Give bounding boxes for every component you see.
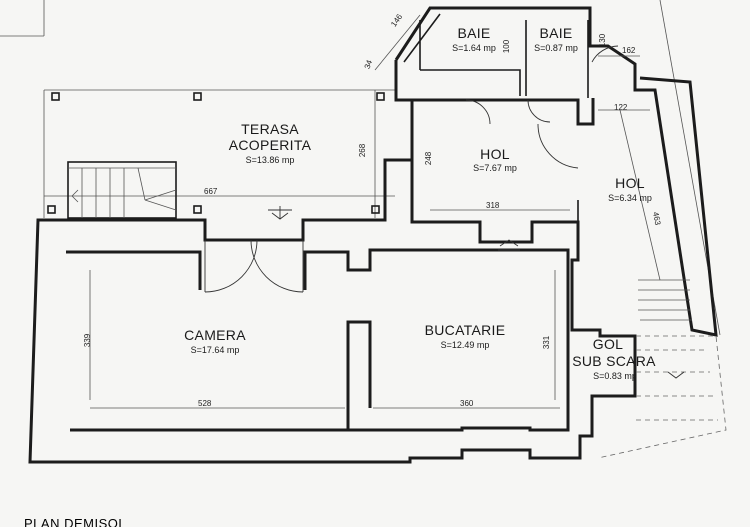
- dim-318: 318: [486, 201, 500, 210]
- dim-line-146: [374, 14, 421, 71]
- dim-331: 331: [542, 335, 552, 350]
- bathroom-walls: [403, 13, 589, 260]
- hol2-label: HOL: [615, 175, 645, 191]
- stair-hall: [597, 109, 727, 459]
- terrace-entrance-arrow: [268, 206, 292, 220]
- hol2-area: S=6.34 mp: [608, 193, 652, 203]
- dim-528: 528: [198, 399, 212, 408]
- camera-area: S=17.64 mp: [190, 345, 240, 355]
- column-marker: [51, 92, 60, 101]
- gol-label-line1: GOL: [592, 336, 624, 352]
- plan-title: PLAN DEMISOL: [24, 516, 127, 527]
- terrace-staircase: [67, 161, 177, 219]
- gol-area: S=0.83 mp: [593, 371, 637, 381]
- entrance-door: [591, 45, 619, 63]
- kitchen-entrance-arrow: [498, 239, 520, 251]
- baie2-label: BAIE: [539, 25, 573, 41]
- column-marker: [371, 205, 380, 214]
- bathroom-doors: [465, 99, 551, 125]
- column-marker: [376, 92, 385, 101]
- main-block-outer-wall: [28, 158, 637, 464]
- baie2-area: S=0.87 mp: [534, 43, 578, 53]
- gol-label-line2: SUB SCARA: [572, 353, 656, 369]
- hol1-label: HOL: [480, 146, 510, 162]
- camera-label: CAMERA: [184, 327, 246, 343]
- dim-667: 667: [204, 187, 218, 196]
- hall-door: [537, 123, 579, 169]
- dim-360: 360: [460, 399, 474, 408]
- dim-130: 130: [598, 33, 608, 48]
- dim-122: 122: [614, 103, 628, 112]
- terasa-label-line1: TERASA: [241, 121, 299, 137]
- column-marker: [193, 92, 202, 101]
- bucatarie-label: BUCATARIE: [424, 322, 506, 338]
- column-marker: [193, 205, 202, 214]
- bucatarie-area: S=12.49 mp: [440, 340, 490, 350]
- hol1-area: S=7.67 mp: [473, 163, 517, 173]
- dim-162: 162: [622, 46, 636, 55]
- terasa-area: S=13.86 mp: [245, 155, 295, 165]
- dim-100: 100: [502, 39, 512, 54]
- dim-268: 268: [358, 143, 368, 158]
- dim-339: 339: [83, 333, 93, 348]
- baie1-area: S=1.64 mp: [452, 43, 496, 53]
- dim-248: 248: [424, 151, 434, 166]
- camera-double-door: [204, 239, 304, 293]
- baie1-label: BAIE: [457, 25, 491, 41]
- terasa-label-line2: ACOPERITA: [228, 137, 312, 153]
- column-marker: [47, 205, 56, 214]
- upper-hall-wall: [394, 6, 718, 337]
